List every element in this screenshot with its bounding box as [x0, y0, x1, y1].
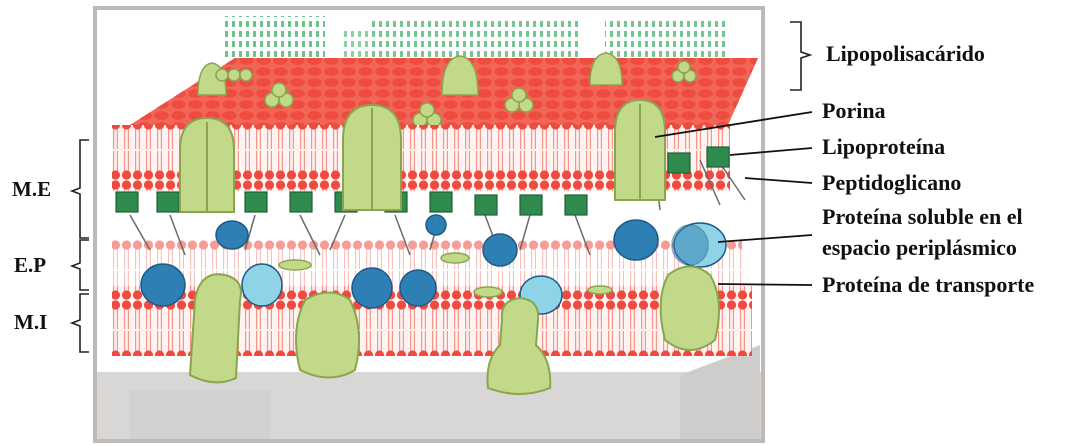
label-lipopolisacarido: Lipopolisacárido	[826, 41, 985, 66]
label-proteina-transporte: Proteína de transporte	[822, 272, 1034, 297]
label-porina: Porina	[822, 98, 886, 123]
label-me: M.E	[12, 177, 51, 201]
lipopolysaccharide-chains	[225, 16, 725, 60]
label-proteina-soluble-2: espacio periplásmico	[822, 235, 1017, 260]
label-mi: M.I	[14, 310, 47, 334]
label-lipoproteina: Lipoproteína	[822, 134, 945, 159]
label-ep: E.P	[14, 253, 46, 277]
label-peptidoglicano: Peptidoglicano	[822, 170, 961, 195]
label-proteina-soluble-1: Proteína soluble en el	[822, 204, 1023, 229]
